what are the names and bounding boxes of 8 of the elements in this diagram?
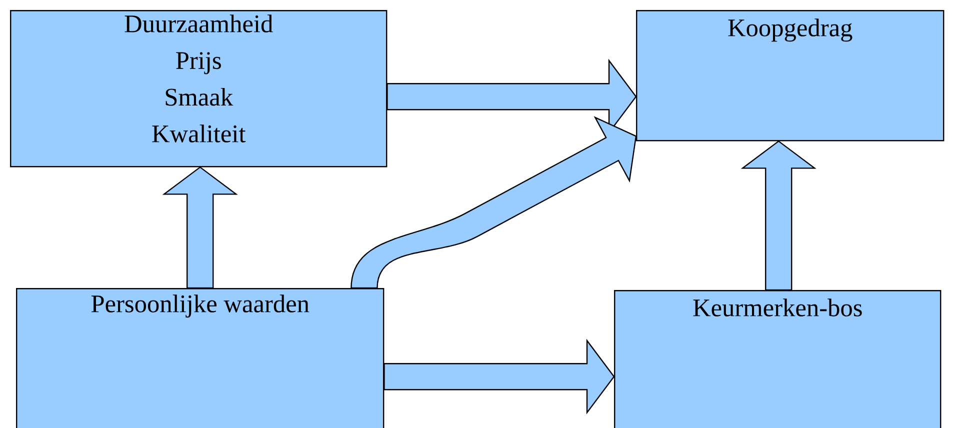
block-arrow <box>162 166 238 289</box>
process-box: Keurmerken-bos <box>614 290 942 428</box>
process-box: Koopgedrag <box>636 10 944 142</box>
process-box: Persoonlijke waarden <box>16 288 384 428</box>
block-arrow <box>350 116 637 289</box>
block-arrow <box>740 140 816 291</box>
process-box: Duurzaamheid Prijs Smaak Kwaliteit <box>10 10 388 168</box>
block-arrow <box>384 338 615 414</box>
